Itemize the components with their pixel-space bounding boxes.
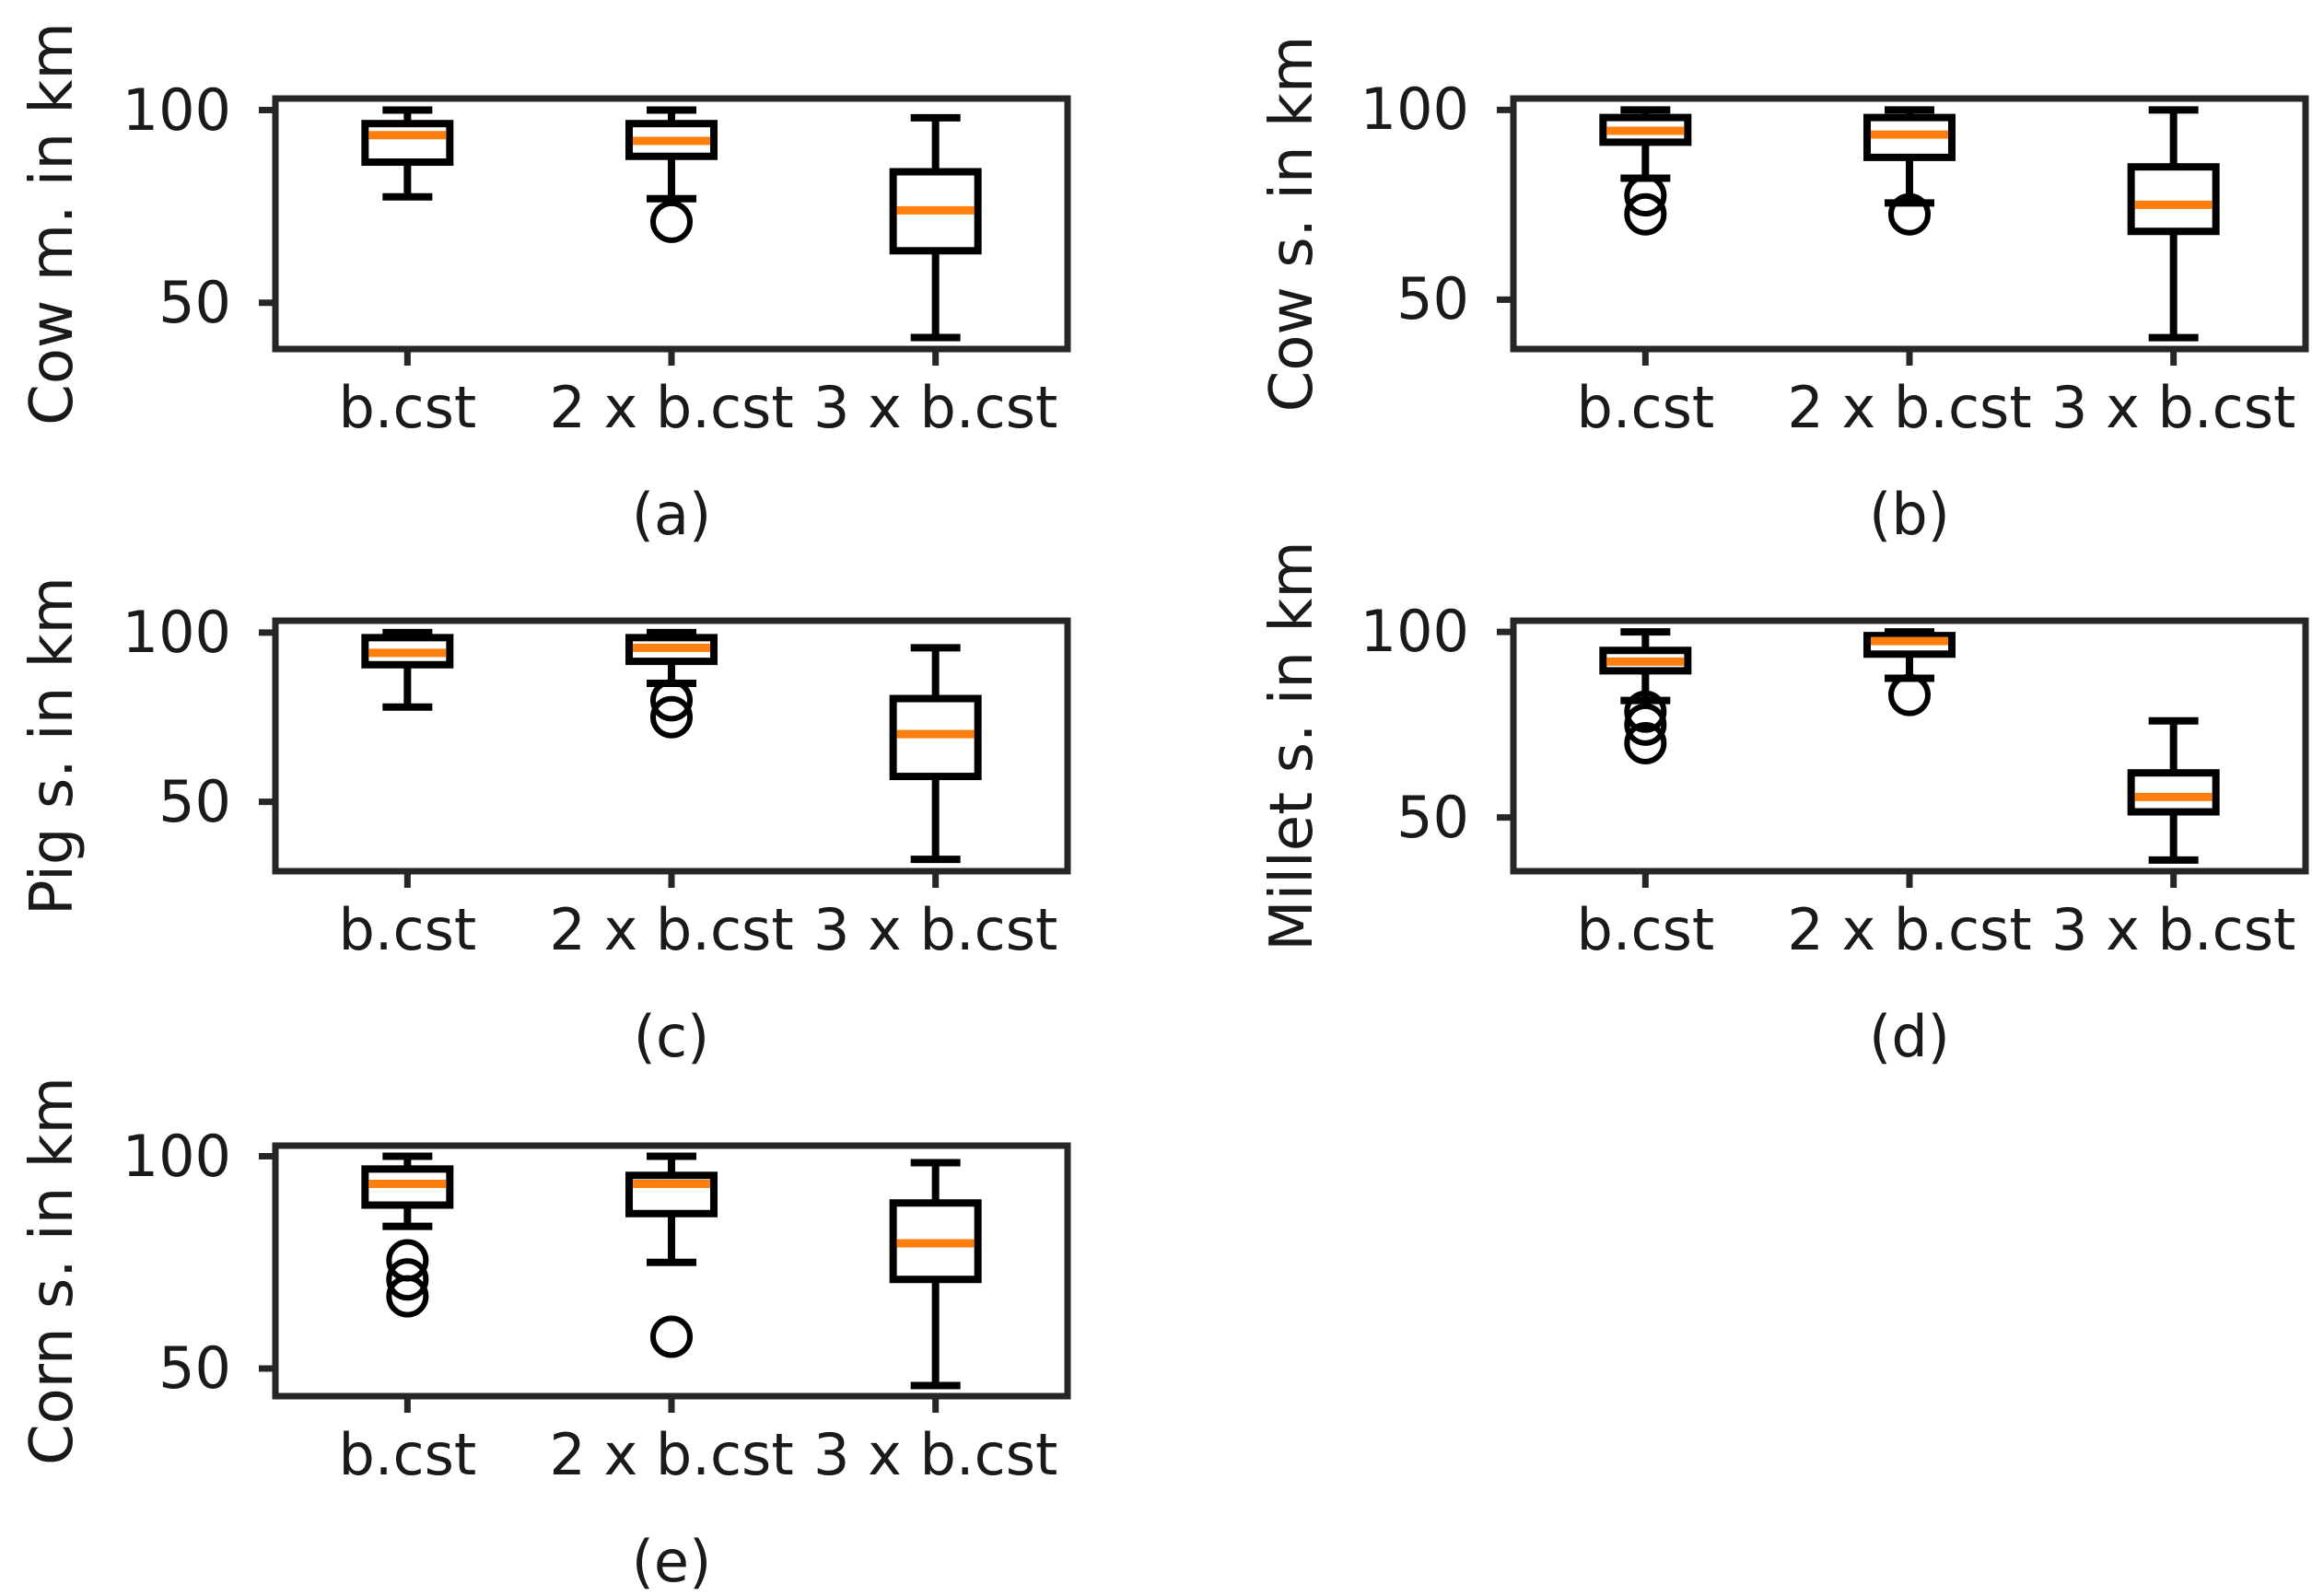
box-3-x-b-cst [889,113,982,342]
outlier-marker [386,1258,429,1301]
subplot-cow-s: Cow s. in km 100 50 b.cst 2 x b.cst 3 x … [1156,0,2312,548]
cow-m-boxplot-canvas [259,95,1071,366]
outlier-marker [386,1275,429,1318]
y-tick-label-100: 100 [1360,76,1469,144]
x-tick-label-2xbcst: 2 x b.cst [1787,896,2032,963]
box-3-x-b-cst [2127,106,2220,342]
corn-s-boxplot-canvas [259,1142,1071,1413]
subplot-caption: (c) [633,1003,710,1070]
y-tick-label-50: 50 [1396,265,1469,333]
subplot-pig-s: Pig s. in km 100 50 b.cst 2 x b.cst 3 x … [0,531,1156,1070]
y-tick-label-50: 50 [158,767,231,835]
box-b-cst [1599,628,1692,764]
box-2-x-b-cst [1863,628,1956,716]
x-tick-label-3xbcst: 3 x b.cst [2050,896,2296,963]
outlier-marker [1888,192,1931,236]
x-tick-label-2xbcst: 2 x b.cst [1787,374,2032,441]
y-tick-label-100: 100 [122,1122,231,1190]
x-tick-label-3xbcst: 3 x b.cst [2050,374,2296,441]
iqr-box [361,120,454,167]
box-3-x-b-cst [2127,716,2220,864]
subplot-caption: (b) [1869,481,1950,548]
x-tick-label-2xbcst: 2 x b.cst [549,374,794,441]
y-axis-label: Pig s. in km [18,576,87,916]
outlier-marker [1624,703,1667,746]
subplot-caption: (d) [1869,1003,1950,1070]
x-tick-label-3xbcst: 3 x b.cst [812,1421,1058,1488]
y-axis-label: Corn s. in km [18,1076,87,1466]
y-tick-label-100: 100 [122,76,231,144]
box-2-x-b-cst [1863,106,1956,236]
x-tick-label-3xbcst: 3 x b.cst [812,896,1058,963]
box-b-cst [361,1152,454,1318]
millet-s-boxplot-canvas [1497,617,2309,888]
x-tick-label-bcst: b.cst [338,374,477,441]
box-2-x-b-cst [625,628,718,739]
x-tick-label-bcst: b.cst [1576,374,1715,441]
y-tick-label-50: 50 [158,268,231,336]
outlier-marker [1888,673,1931,716]
box-2-x-b-cst [625,106,718,243]
outlier-marker [1624,192,1667,236]
y-tick-label-50: 50 [1396,783,1469,851]
subplot-cow-m: Cow m. in km 100 50 b.cst 2 x b.cst 3 x … [0,0,1156,548]
box-2-x-b-cst [625,1152,718,1358]
y-tick-label-100: 100 [1360,598,1469,666]
box-b-cst [361,106,454,201]
cow-s-boxplot-canvas [1497,95,2309,366]
box-3-x-b-cst [889,1159,982,1390]
x-tick-label-bcst: b.cst [338,896,477,963]
box-b-cst [1599,106,1692,236]
subplot-millet-s: Millet s. in km 100 50 b.cst 2 x b.cst 3… [1156,531,2312,1070]
x-tick-label-3xbcst: 3 x b.cst [812,374,1058,441]
iqr-box [2127,163,2220,236]
y-tick-label-100: 100 [122,598,231,666]
outlier-marker [1624,174,1667,217]
pig-s-boxplot-canvas [259,617,1071,888]
subplot-caption: (e) [631,1528,712,1595]
box-3-x-b-cst [889,644,982,864]
outlier-marker [650,695,693,739]
subplot-caption: (a) [631,481,712,548]
iqr-box [2127,769,2220,816]
x-tick-label-2xbcst: 2 x b.cst [549,1421,794,1488]
outlier-marker [650,1315,693,1358]
box-b-cst [361,628,454,711]
outlier-marker [1624,721,1667,764]
outlier-marker [650,679,693,722]
subplot-corn-s: Corn s. in km 100 50 b.cst 2 x b.cst 3 x… [0,1063,1156,1596]
outlier-marker [650,200,693,243]
x-tick-label-bcst: b.cst [338,1421,477,1488]
y-tick-label-50: 50 [158,1334,231,1403]
y-axis-label: Millet s. in km [1258,541,1326,951]
outlier-marker [1624,690,1667,733]
x-tick-label-bcst: b.cst [1576,896,1715,963]
x-tick-label-2xbcst: 2 x b.cst [549,896,794,963]
